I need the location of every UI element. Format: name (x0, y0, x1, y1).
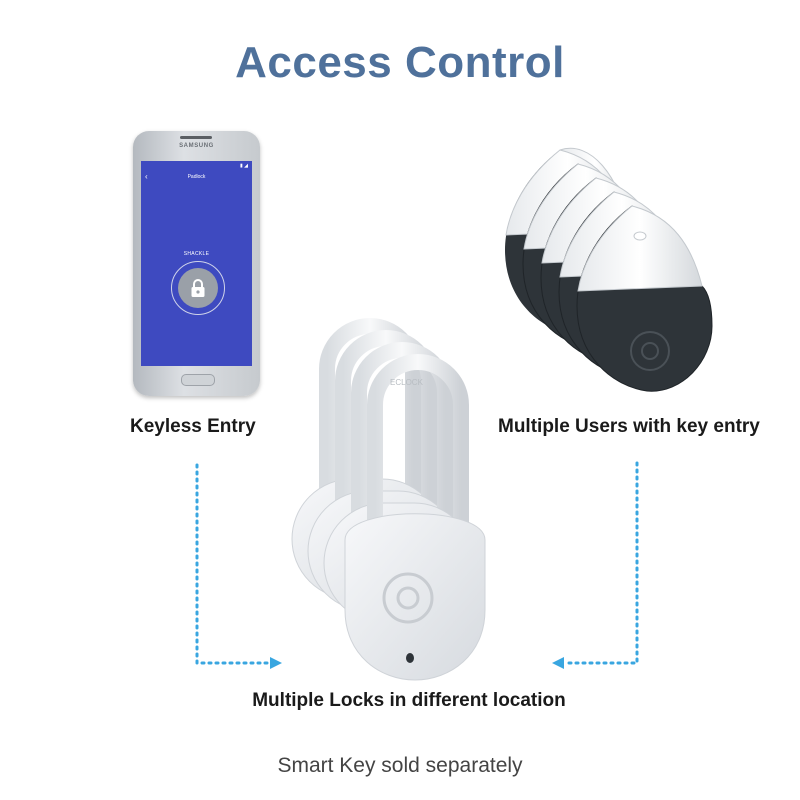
multiple-users-label: Multiple Users with key entry (498, 416, 760, 437)
phone-screen: ▮ ◢ ‹ Padlock SHACKLE (141, 161, 252, 366)
back-arrow-icon: ‹ (145, 172, 148, 181)
page-title: Access Control (235, 38, 565, 87)
lock-icon (191, 279, 205, 297)
footer-note: Smart Key sold separately (277, 754, 523, 777)
lock-button (178, 268, 218, 308)
phone-speaker (180, 136, 212, 139)
key-fob-stack (505, 147, 713, 392)
smartphone-image: SAMSUNG ▮ ◢ ‹ Padlock SHACKLE (133, 131, 260, 396)
status-icons: ▮ ◢ (240, 163, 248, 169)
keyless-entry-label: Keyless Entry (130, 416, 256, 437)
arrow-right-icon (270, 657, 282, 669)
shackle-label: SHACKLE (183, 251, 210, 257)
phone-home-button (181, 374, 215, 386)
lock-brand-engraving: ECLOCK (390, 378, 424, 387)
arrow-left-icon (552, 657, 564, 669)
padlock (344, 354, 486, 681)
key-fob (576, 205, 713, 392)
arrow-users-to-locks (552, 461, 639, 669)
lock-toggle-ring (171, 261, 225, 315)
app-title: Padlock (187, 174, 206, 180)
multiple-locks-label: Multiple Locks in different location (252, 690, 566, 711)
arrow-keyless-to-locks (195, 463, 282, 669)
phone-brand: SAMSUNG (179, 143, 214, 149)
padlock-stack: ECLOCK (291, 318, 486, 681)
